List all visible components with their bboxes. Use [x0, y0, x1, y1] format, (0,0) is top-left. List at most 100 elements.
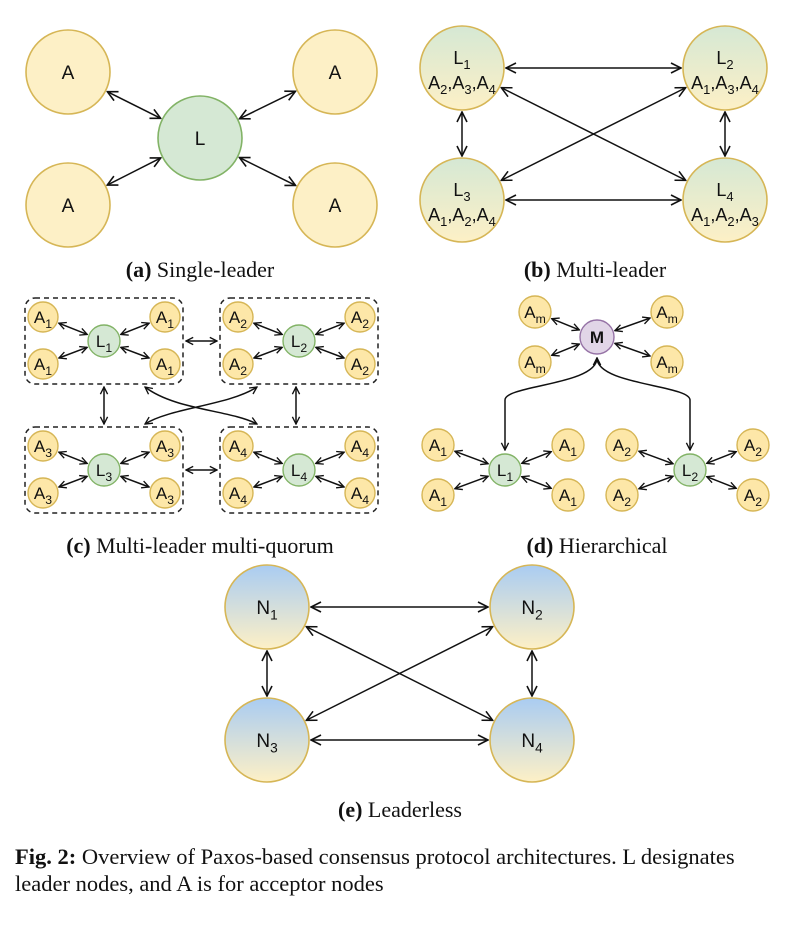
edge-A_bl-L — [107, 158, 161, 185]
leader-node-L4 — [682, 157, 768, 243]
leader-node — [157, 95, 243, 181]
edge-acceptor-leader — [59, 323, 87, 334]
edge-master-acceptor — [615, 343, 650, 356]
edge-acceptor-leader — [121, 452, 149, 463]
edge-acceptor-leader — [707, 452, 737, 464]
edges-layer — [59, 68, 736, 740]
node-label: A2​ — [744, 436, 762, 459]
acceptor-node — [344, 477, 376, 509]
leader-node — [282, 324, 316, 358]
node-label: L1​ — [453, 48, 470, 72]
node-label: A1​ — [559, 436, 577, 459]
master-acceptor-node — [650, 345, 684, 379]
subfigure-letter: (d) — [526, 533, 553, 558]
leader-node-L1 — [419, 25, 505, 111]
edge-acceptor-leader — [59, 452, 87, 463]
edge-acceptor-leader — [254, 452, 282, 463]
acceptor-node — [736, 478, 770, 512]
edge-acceptor-leader — [59, 476, 87, 487]
subfigure-label-d: (d) Hierarchical — [526, 533, 667, 558]
node-label: A2​ — [613, 486, 631, 509]
master-acceptor-node — [650, 295, 684, 329]
edge-acceptor-leader — [522, 452, 552, 464]
peer-node-N3 — [224, 697, 310, 783]
acceptor-node — [551, 428, 585, 462]
edge-M-L2 — [597, 358, 690, 450]
peer-node-N2 — [489, 564, 575, 650]
node-label: A1​ — [156, 355, 174, 378]
edge-acceptor-leader — [455, 451, 488, 463]
node-label: L2​ — [682, 461, 698, 484]
node-label: Am​ — [524, 353, 546, 376]
edge-acceptor-leader — [522, 477, 552, 489]
node-label: A2​ — [229, 355, 247, 378]
node-label: N1​ — [256, 598, 277, 622]
node-label: L — [195, 129, 206, 150]
peer-node-N1 — [224, 564, 310, 650]
leader-node — [87, 453, 121, 487]
acceptor-node — [25, 29, 111, 115]
edge-acceptor-leader — [639, 451, 673, 464]
subfigure-title: Leaderless — [362, 797, 462, 822]
node-label: A2​ — [229, 308, 247, 331]
node-label: A4​ — [351, 484, 369, 507]
acceptor-node — [421, 428, 455, 462]
figure-caption: Fig. 2: Overview of Paxos-based consensu… — [15, 843, 785, 897]
acceptor-node — [222, 477, 254, 509]
acceptor-node — [25, 162, 111, 248]
node-label: L2​ — [291, 332, 307, 355]
acceptor-node — [292, 162, 378, 248]
peer-node-N4 — [489, 697, 575, 783]
subfigure-label-e: (e) Leaderless — [338, 797, 462, 822]
node-label: L3​ — [453, 180, 470, 204]
acceptor-node — [27, 477, 59, 509]
acceptor-list: A2​,A3​,A4​ — [428, 73, 496, 97]
node-label: A2​ — [351, 355, 369, 378]
edge-acceptor-leader — [639, 476, 673, 489]
subfigure-letter: (e) — [338, 797, 362, 822]
acceptor-node — [605, 478, 639, 512]
node-label: A3​ — [34, 437, 52, 460]
edge-N2-N3 — [306, 627, 492, 721]
acceptor-node — [551, 478, 585, 512]
edge-acceptor-leader — [316, 347, 344, 358]
edge-A_tr-L — [240, 91, 296, 118]
edge-master-acceptor — [552, 344, 580, 355]
acceptor-list: A1​,A2​,A3​ — [691, 205, 759, 229]
acceptor-node — [149, 430, 181, 462]
acceptor-list: A1​,A3​,A4​ — [691, 73, 759, 97]
caption-text: Overview of Paxos-based consensus protoc… — [15, 844, 735, 896]
acceptor-node — [222, 430, 254, 462]
edge-acceptor-leader — [254, 476, 282, 487]
node-label: A1​ — [156, 308, 174, 331]
acceptor-node — [149, 348, 181, 380]
acceptor-node — [149, 477, 181, 509]
edge-acceptor-leader — [707, 477, 737, 489]
edge-acceptor-leader — [316, 476, 344, 487]
subfigure-letter: (a) — [126, 257, 152, 282]
leader-node — [282, 453, 316, 487]
subfigure-letter: (b) — [524, 257, 551, 282]
acceptor-node — [344, 348, 376, 380]
subfigure-letter: (c) — [66, 533, 90, 558]
edge-acceptor-leader — [121, 476, 149, 487]
node-label: L1​ — [497, 461, 513, 484]
edge-acceptor-leader — [254, 323, 282, 334]
edge-master-acceptor — [552, 319, 580, 330]
leader-node — [87, 324, 121, 358]
node-label: A4​ — [229, 484, 247, 507]
acceptor-node — [27, 301, 59, 333]
node-label: A2​ — [613, 436, 631, 459]
edge-G2-G3 — [145, 387, 257, 424]
edge-master-acceptor — [615, 318, 650, 331]
edge-acceptor-leader — [316, 323, 344, 334]
subfigure-title: Hierarchical — [553, 533, 667, 558]
master-node — [579, 319, 615, 355]
node-label: N4​ — [521, 731, 543, 755]
nodes-layer: AAAALL1​A2​,A3​,A4​L2​A1​,A3​,A4​L3​A1​,… — [25, 25, 770, 783]
caption-prefix: Fig. 2: — [15, 844, 77, 869]
node-label: L4​ — [291, 461, 307, 484]
acceptor-node — [344, 430, 376, 462]
acceptor-node — [222, 348, 254, 380]
node-label: A — [329, 196, 342, 217]
